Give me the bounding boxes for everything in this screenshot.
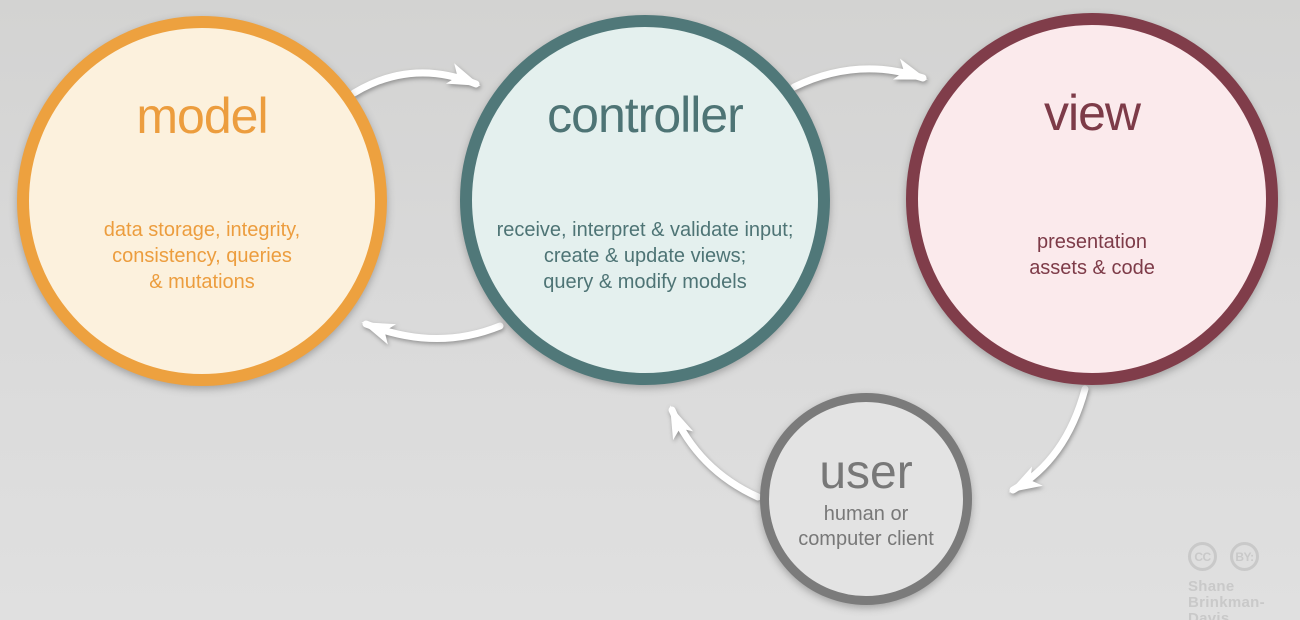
node-user: user human or computer client bbox=[760, 393, 972, 605]
node-user-description: human or computer client bbox=[798, 503, 934, 550]
node-controller-title: controller bbox=[547, 87, 744, 143]
node-view-title: view bbox=[1043, 85, 1141, 141]
cc-license-icon: CC bbox=[1188, 542, 1217, 571]
arrow-view-to-user bbox=[1008, 385, 1089, 494]
arrow-user-to-controller bbox=[668, 405, 762, 501]
arrow-controller-to-view bbox=[790, 58, 928, 91]
node-model: model data storage, integrity, consisten… bbox=[17, 16, 387, 386]
node-model-title: model bbox=[136, 88, 268, 144]
node-controller-description: receive, interpret & validate input; cre… bbox=[496, 219, 794, 293]
license-badges: CC BY: bbox=[1188, 542, 1300, 571]
author-name-line2: Brinkman-Davis bbox=[1188, 594, 1265, 620]
arrow-controller-to-model bbox=[361, 320, 504, 345]
attribution: CC BY: Shane Brinkman-Davis bbox=[1188, 542, 1300, 620]
node-user-title: user bbox=[819, 446, 913, 499]
by-license-icon: BY: bbox=[1230, 542, 1259, 571]
node-view-description: presentation assets & code bbox=[1029, 231, 1155, 279]
node-model-description: data storage, integrity, consistency, qu… bbox=[103, 219, 301, 293]
author-name-line1: Shane bbox=[1188, 578, 1235, 595]
node-controller: controller receive, interpret & validate… bbox=[460, 15, 830, 385]
arrow-model-to-controller bbox=[350, 63, 481, 97]
node-view: view presentation assets & code bbox=[906, 13, 1278, 385]
